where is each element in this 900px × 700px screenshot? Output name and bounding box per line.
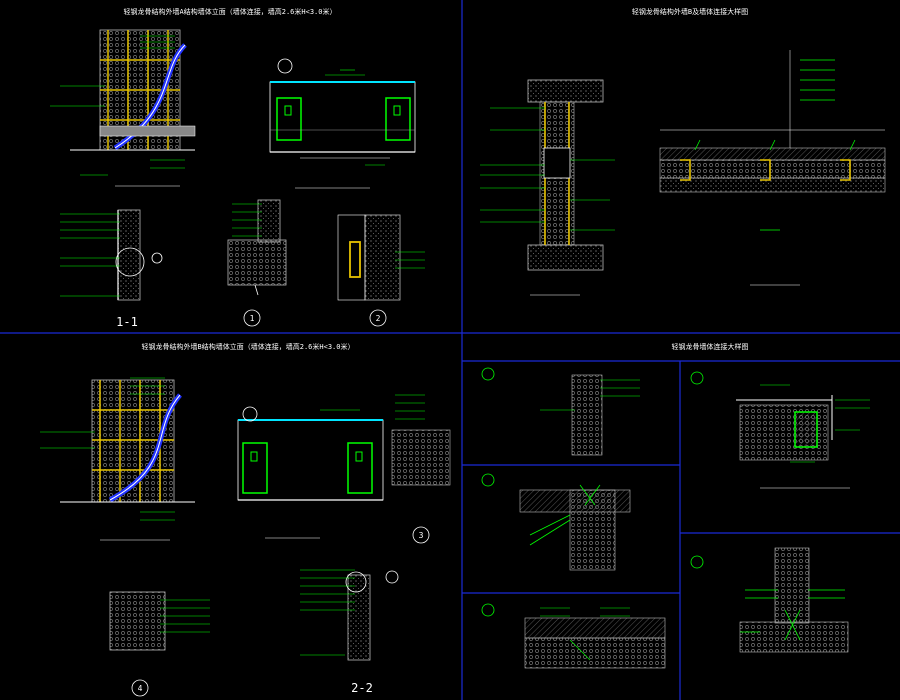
detail-2-side: 2 xyxy=(337,214,425,327)
section-1-1-detail: 1-1 xyxy=(60,209,163,329)
front-elevation-top xyxy=(269,58,416,189)
marker-4: 4 xyxy=(138,684,143,693)
curved-wall-elevation-top xyxy=(50,29,196,187)
panel-title-top-left: 轻钢龙骨结构外墙A结构墙体立面（墙体连接，墙高2.6米H<3.0米） xyxy=(124,7,337,16)
panel-title-bottom-right: 轻钢龙骨墙体连接大样图 xyxy=(672,342,749,351)
curved-wall-elevation-bottom xyxy=(40,377,195,541)
section-label-2-2: 2-2 xyxy=(351,681,373,695)
marker-2: 2 xyxy=(376,314,381,323)
detail-cell-5 xyxy=(690,547,849,653)
panel-title-top-right: 轻钢龙骨结构外墙B及墙体连接大样图 xyxy=(632,7,748,16)
detail-cell-2 xyxy=(481,473,631,571)
detail-cell-4 xyxy=(690,371,870,489)
section-label-1-1: 1-1 xyxy=(116,315,138,329)
marker-1: 1 xyxy=(250,314,255,323)
detail-cell-1 xyxy=(481,367,640,456)
wall-section-vertical xyxy=(480,79,615,296)
marker-3: 3 xyxy=(419,531,424,540)
front-elevation-bottom: 3 xyxy=(237,394,451,544)
section-2-2-detail: 2-2 xyxy=(300,569,399,695)
detail-cell-3 xyxy=(481,603,666,669)
panel-title-bottom-left: 轻钢龙骨结构外墙B结构墙体立面（墙体连接，墙高2.6米H<3.0米） xyxy=(142,342,355,351)
detail-base-bottom: 4 xyxy=(109,591,210,697)
detail-1-base: 1 xyxy=(227,199,287,327)
wall-plan-horizontal xyxy=(659,50,886,286)
